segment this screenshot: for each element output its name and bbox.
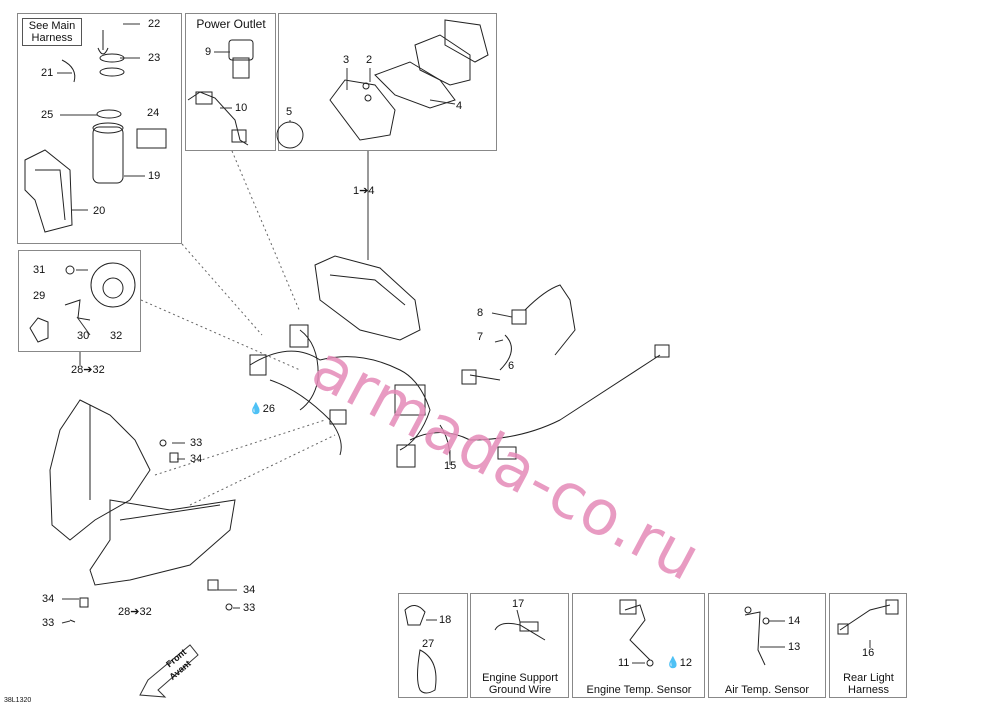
callout-10: 10 xyxy=(235,102,248,114)
callout-26: 💧26 xyxy=(249,403,275,415)
callout-12: 💧12 xyxy=(666,657,692,669)
callout-31: 31 xyxy=(33,264,46,276)
drawing-code: 38L1320 xyxy=(4,697,32,704)
callout-18: 18 xyxy=(439,614,452,626)
engine-temp-title: Engine Temp. Sensor xyxy=(586,684,692,696)
callout-25: 25 xyxy=(41,109,54,121)
callout-28-32-bottom: 28➔32 xyxy=(118,606,152,618)
callout-27: 27 xyxy=(422,638,435,650)
callout-3: 3 xyxy=(343,54,350,66)
callout-22: 22 xyxy=(148,18,161,30)
gauge-cluster-art xyxy=(276,19,489,149)
power-outlet-frame xyxy=(185,13,276,151)
power-outlet-art xyxy=(187,39,254,146)
see-main-harness-note: See Main Harness xyxy=(22,18,82,46)
callout-14: 14 xyxy=(788,615,801,627)
callout-15: 15 xyxy=(444,460,457,472)
callout-33-right: 33 xyxy=(243,602,256,614)
callout-9: 9 xyxy=(205,46,212,58)
callout-7: 7 xyxy=(477,331,484,343)
callout-13: 13 xyxy=(788,641,801,653)
engine-temp-frame xyxy=(572,593,705,698)
air-temp-frame xyxy=(708,593,826,698)
callout-5: 5 xyxy=(286,106,293,118)
headlight-housing-art xyxy=(49,399,236,623)
power-outlet-title: Power Outlet xyxy=(196,17,266,31)
rear-light-frame xyxy=(829,593,907,698)
fastener-frame xyxy=(398,593,468,698)
callout-34-top: 34 xyxy=(190,453,203,465)
engine-support-title: Engine Support Ground Wire xyxy=(482,672,558,696)
fuse-holder-art xyxy=(24,30,167,233)
callout-28-32-top: 28➔32 xyxy=(71,364,105,376)
callout-34-right: 34 xyxy=(243,584,256,596)
callout-33-left: 33 xyxy=(42,617,55,629)
engine-support-frame xyxy=(470,593,569,698)
callout-8: 8 xyxy=(477,307,484,319)
headlight-bulb-art xyxy=(29,262,136,343)
main-cluster-art xyxy=(314,255,421,341)
bottom-parts-art xyxy=(404,599,899,694)
callout-1-4: 1➔4 xyxy=(353,185,375,197)
callout-29: 29 xyxy=(33,290,46,302)
callout-19: 19 xyxy=(148,170,161,182)
callout-21: 21 xyxy=(41,67,54,79)
callout-34-left: 34 xyxy=(42,593,55,605)
callout-4: 4 xyxy=(456,100,463,112)
air-temp-title: Air Temp. Sensor xyxy=(724,684,810,696)
callout-2: 2 xyxy=(366,54,373,66)
callout-23: 23 xyxy=(148,52,161,64)
callout-32: 32 xyxy=(110,330,123,342)
rear-light-title: Rear Light Harness xyxy=(843,672,894,696)
callout-6: 6 xyxy=(508,360,515,372)
callout-30: 30 xyxy=(77,330,90,342)
callout-16: 16 xyxy=(862,647,875,659)
callout-17: 17 xyxy=(512,598,525,610)
callout-33-top: 33 xyxy=(190,437,203,449)
callout-20: 20 xyxy=(93,205,106,217)
front-arrow-icon xyxy=(139,644,199,698)
callout-11: 11 xyxy=(618,657,630,669)
callout-24: 24 xyxy=(147,107,160,119)
